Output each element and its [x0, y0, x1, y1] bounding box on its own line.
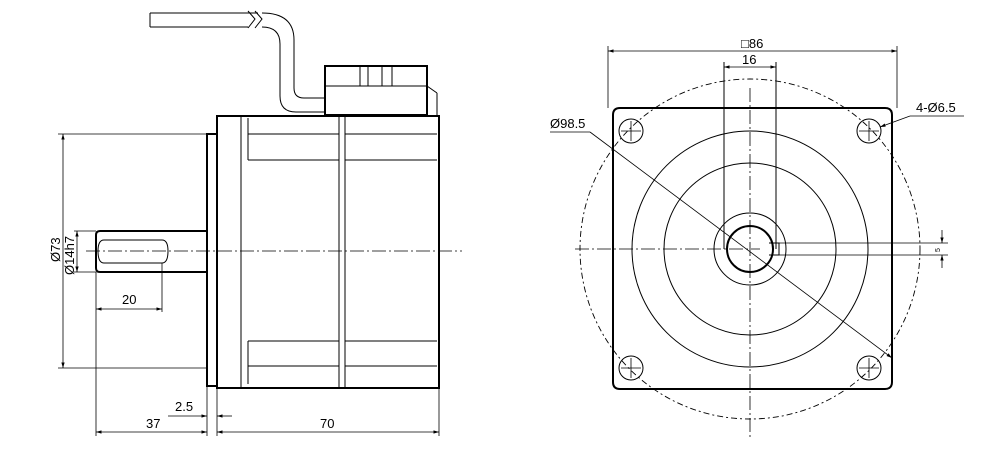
dim-flange-thickness: 2.5 — [168, 399, 232, 418]
mounting-hole-top-right — [856, 118, 882, 144]
dim-key-length: 20 — [96, 292, 162, 311]
dim-shaft-diameter: Ø14h7 — [62, 231, 79, 275]
mounting-hole-bottom-right — [856, 355, 882, 381]
body-length-label: 70 — [320, 416, 334, 431]
key-width-label: 16 — [742, 52, 756, 67]
key-depth-label: 5 — [935, 248, 942, 252]
mounting-holes — [618, 118, 882, 381]
dim-bolt-circle: Ø98.5 — [550, 116, 893, 359]
dim-key-depth: 5 — [779, 230, 948, 268]
flange-plate — [206, 133, 218, 387]
body-diameter-label: Ø73 — [48, 237, 63, 262]
mounting-hole-top-left — [618, 118, 644, 144]
mounting-hole-bottom-left — [618, 355, 644, 381]
cable — [149, 10, 325, 113]
side-view: Ø73 Ø14h7 20 2.5 37 70 — [48, 10, 462, 436]
shaft-length-label: 37 — [146, 416, 160, 431]
dim-body-diameter: Ø73 — [48, 134, 65, 368]
front-view: 16 □86 Ø98.5 4-Ø6.5 5 — [550, 36, 964, 440]
key-length-label: 20 — [122, 292, 136, 307]
dim-flange-square: □86 — [607, 36, 898, 108]
dim-key-width: 16 — [723, 52, 777, 249]
dim-lengths: 37 70 — [96, 416, 439, 434]
square-flange — [612, 107, 893, 390]
mounting-holes-label: 4-Ø6.5 — [916, 100, 956, 115]
connector — [324, 65, 438, 116]
extension-lines — [58, 133, 440, 436]
motor-body — [216, 115, 440, 389]
shaft-diameter-label: Ø14h7 — [62, 236, 77, 275]
dim-mounting-holes: 4-Ø6.5 — [879, 100, 964, 128]
flange-thickness-label: 2.5 — [175, 399, 193, 414]
shaft — [95, 230, 207, 273]
flange-square-label: □86 — [741, 36, 763, 51]
bolt-circle-label: Ø98.5 — [550, 116, 585, 131]
keyway — [769, 242, 780, 256]
